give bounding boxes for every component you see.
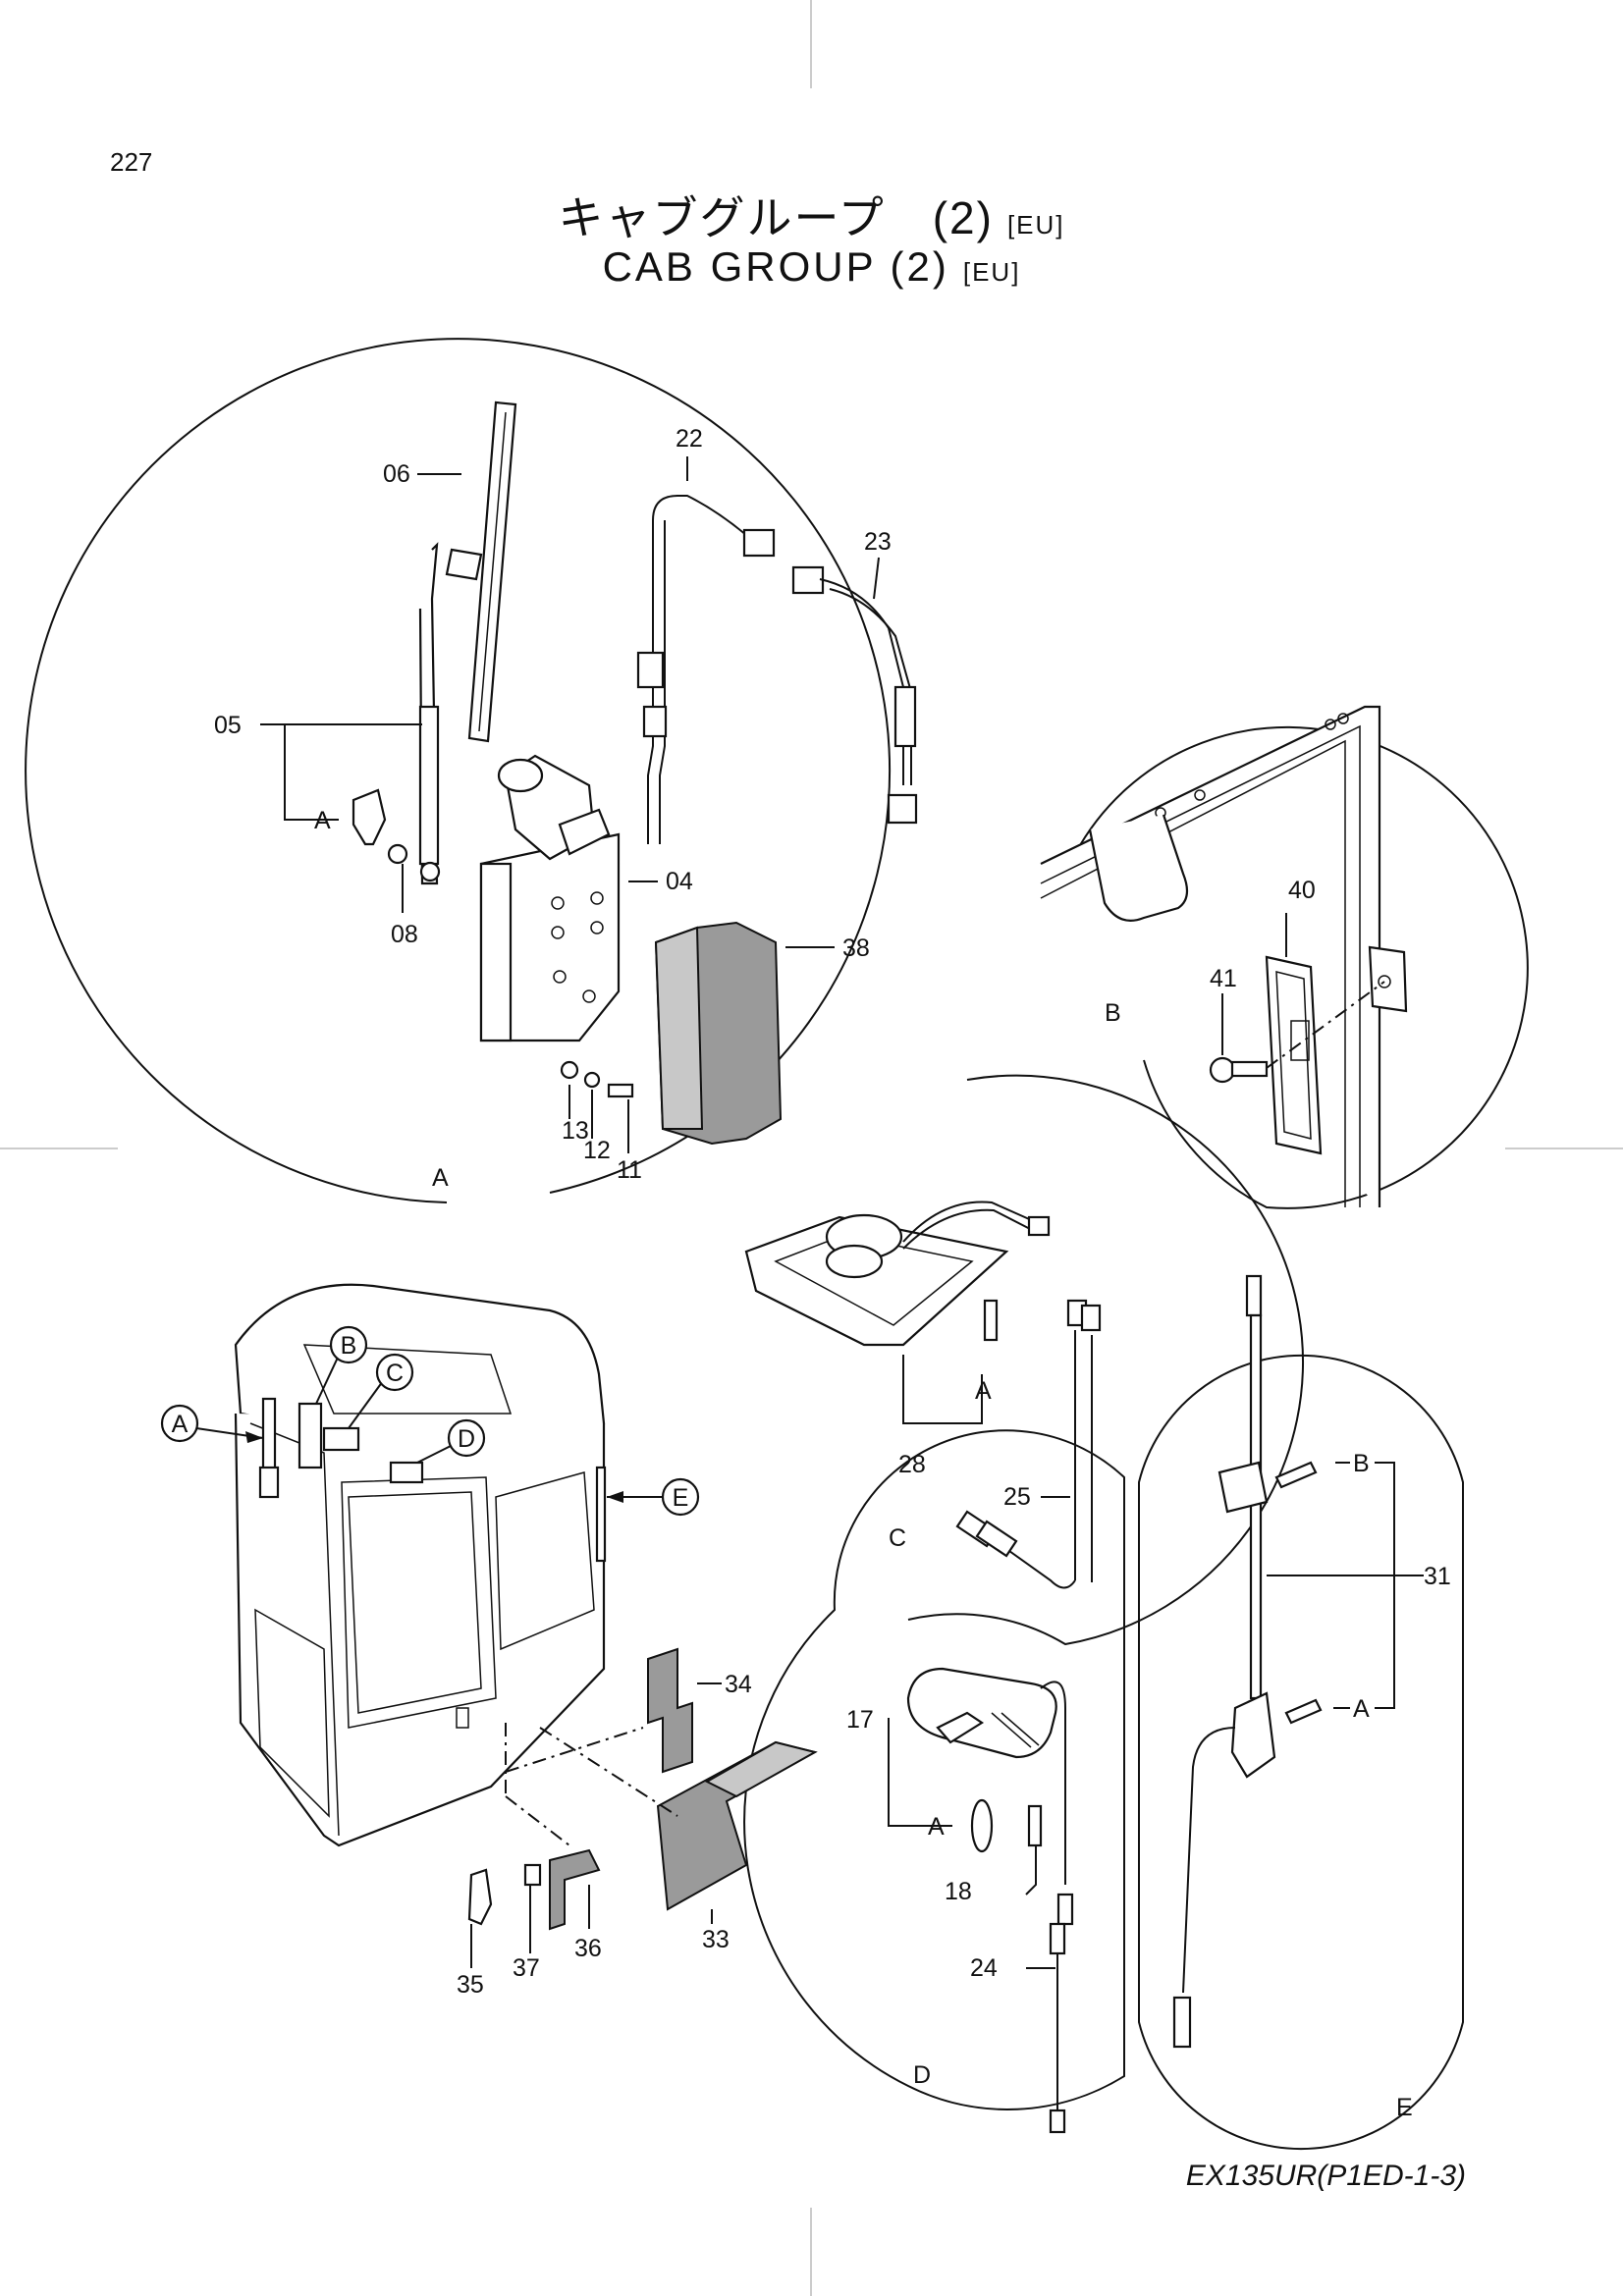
part-label-08: 08 xyxy=(391,921,418,948)
part-label-05: 05 xyxy=(214,712,242,739)
detail-c-view xyxy=(744,1074,1304,1646)
part-label-11: 11 xyxy=(617,1156,642,1184)
overview-callouts: A B C D E xyxy=(160,1325,700,1517)
clip-37 xyxy=(523,1863,542,1887)
title-en-text: CAB GROUP (2) xyxy=(602,243,949,290)
lamp-bulb xyxy=(970,1798,994,1853)
callout-c: C xyxy=(386,1360,404,1387)
callout-a: A xyxy=(172,1411,189,1438)
part-label-31: 31 xyxy=(1424,1563,1451,1590)
part-label-25: 25 xyxy=(1003,1483,1031,1511)
harness-22 xyxy=(647,495,747,844)
part-label-12: 12 xyxy=(583,1137,611,1164)
detail-d-view xyxy=(743,1429,1125,2134)
room-lamp xyxy=(906,1667,1057,1759)
harness-23 xyxy=(819,578,904,785)
detail-label-e: E xyxy=(1396,2094,1413,2121)
part-label-35: 35 xyxy=(457,1971,484,1999)
label-b-ref: B xyxy=(1353,1450,1370,1477)
part-number-labels: 06 22 23 05 A 04 08 38 13 12 11 A 40 41 … xyxy=(214,425,1451,2121)
part-label-13: 13 xyxy=(562,1117,589,1145)
cab-frame xyxy=(1040,705,1381,1207)
region-tag-jp: [EU] xyxy=(1006,210,1065,240)
detail-label-a: A xyxy=(432,1164,449,1192)
part-label-37: 37 xyxy=(513,1954,540,1982)
region-tag-en: [EU] xyxy=(962,257,1021,287)
label-a-ref-1: A xyxy=(314,807,331,834)
part-label-34: 34 xyxy=(725,1671,752,1698)
detail-a-view xyxy=(25,338,918,1203)
part-label-28: 28 xyxy=(898,1451,926,1478)
part-label-06: 06 xyxy=(383,460,410,488)
label-a-ref-3: A xyxy=(928,1813,945,1841)
detail-b-view xyxy=(1040,705,1529,1209)
part-label-17: 17 xyxy=(846,1706,874,1734)
detail-label-d: D xyxy=(913,2061,931,2089)
callout-d: D xyxy=(458,1425,475,1453)
label-a-ref-2: A xyxy=(975,1377,992,1405)
detail-e-view xyxy=(1138,1274,1464,2151)
bracket-35 xyxy=(467,1868,493,1926)
part-label-04: 04 xyxy=(666,868,693,895)
title-jp-text: キャブグループ (2) xyxy=(558,192,994,243)
antenna xyxy=(1245,1274,1263,1317)
label-a-ref-4: A xyxy=(1353,1695,1370,1723)
callout-e: E xyxy=(673,1484,689,1512)
document-reference: EX135UR(P1ED-1-3) xyxy=(1185,2160,1466,2192)
mirror-40 xyxy=(1265,955,1323,1155)
screw-41 xyxy=(1209,1056,1236,1084)
part-label-40: 40 xyxy=(1288,877,1316,904)
part-label-41: 41 xyxy=(1210,965,1237,992)
grab-handle xyxy=(1088,814,1189,922)
plate-34 xyxy=(647,1647,693,1774)
detail-label-c: C xyxy=(889,1524,906,1552)
title-japanese: キャブグループ (2) [EU] xyxy=(0,183,1623,247)
part-label-36: 36 xyxy=(574,1935,602,1962)
wiper-clip xyxy=(352,788,387,846)
page-number: 227 xyxy=(110,147,153,177)
cab-body xyxy=(234,1413,606,1847)
bracket-36 xyxy=(549,1848,601,1931)
part-label-22: 22 xyxy=(676,425,703,453)
part-label-38: 38 xyxy=(842,934,870,962)
part-label-18: 18 xyxy=(945,1878,972,1905)
dome-light xyxy=(744,1215,1009,1347)
callout-b: B xyxy=(341,1332,357,1360)
detail-label-b: B xyxy=(1105,999,1121,1027)
part-label-24: 24 xyxy=(970,1954,998,1982)
part-label-33: 33 xyxy=(702,1926,730,1953)
title-english: CAB GROUP (2) [EU] xyxy=(0,243,1623,291)
cab-overview xyxy=(195,1283,818,1968)
part-label-23: 23 xyxy=(864,528,892,556)
